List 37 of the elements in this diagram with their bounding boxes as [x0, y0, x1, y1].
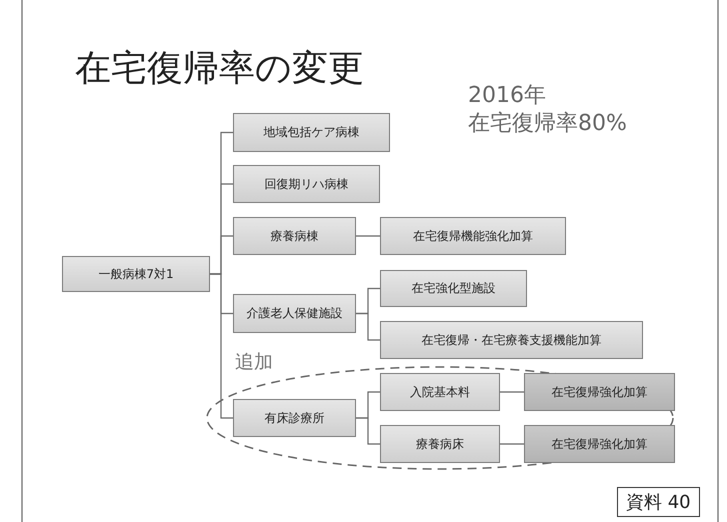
- addition-label: 追加: [235, 350, 273, 375]
- category-box: [380, 373, 500, 411]
- category-box: [524, 373, 675, 411]
- category-box: [233, 399, 356, 437]
- connector-line: [500, 391, 524, 393]
- box-label: 療養病棟: [270, 228, 318, 244]
- category-box: [62, 256, 210, 292]
- category-box: [380, 270, 527, 307]
- box-label: 一般病棟7対1: [98, 266, 174, 282]
- category-box: [233, 165, 380, 203]
- category-box: [380, 321, 643, 359]
- title: 在宅復帰率の変更: [75, 47, 364, 91]
- category-box: [380, 217, 566, 255]
- box-label: 療養病床: [416, 436, 464, 452]
- box-label: 地域包括ケア病棟: [264, 124, 360, 141]
- connector-line: [356, 235, 380, 237]
- box-label: 介護老人保健施設: [246, 305, 342, 322]
- connector-line: [500, 443, 524, 445]
- connector-line: [356, 312, 380, 341]
- year-label: 2016年: [468, 82, 546, 110]
- category-box: [380, 425, 500, 463]
- connector-line: [210, 273, 233, 419]
- rate-label: 在宅復帰率80%: [468, 110, 627, 138]
- category-box: [233, 217, 356, 255]
- box-label: 在宅強化型施設: [412, 280, 496, 297]
- box-label: 在宅復帰強化加算: [552, 436, 648, 452]
- document-number-badge: 資料 40: [617, 487, 700, 517]
- box-label: 入院基本料: [410, 384, 470, 400]
- box-label: 有床診療所: [264, 410, 324, 426]
- category-box: [233, 113, 390, 152]
- connector-line: [356, 417, 380, 445]
- box-label: 在宅復帰・在宅療養支援機能加算: [422, 332, 602, 348]
- box-label: 回復期リハ病棟: [264, 176, 348, 192]
- category-box: [524, 425, 675, 463]
- box-label: 在宅復帰機能強化加算: [413, 228, 533, 244]
- box-label: 在宅復帰強化加算: [552, 384, 648, 400]
- category-box: [233, 294, 356, 333]
